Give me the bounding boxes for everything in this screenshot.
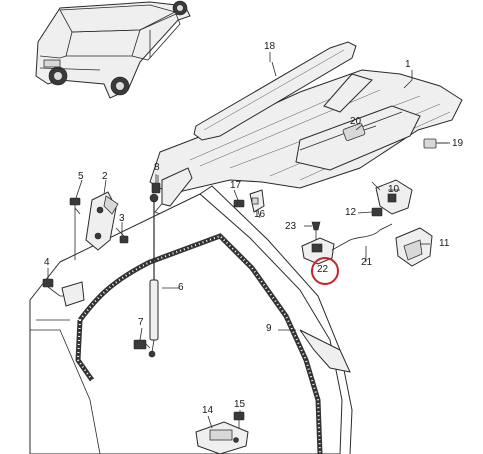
gas-strut [148,193,159,358]
screw-17 [233,199,245,208]
highlight-circle [311,257,339,285]
callout-4: 4 [44,257,50,268]
bracket-16 [249,189,265,213]
lock-part-14 [195,421,249,454]
bolt-5 [69,197,81,260]
callout-3: 3 [119,213,125,224]
leader-lines [47,52,450,429]
callout-8: 8 [154,162,160,173]
callout-18: 18 [264,41,276,52]
cable-21 [349,223,393,241]
callout-9: 9 [266,323,272,334]
latch-10 [371,179,413,215]
callout-15: 15 [234,399,246,410]
callout-6: 6 [178,282,184,293]
hinge-assembly [85,191,119,251]
callout-23: 23 [285,221,297,232]
callout-5: 5 [78,171,84,182]
tailgate-frame [29,185,353,454]
rear-cover-panel [149,69,463,219]
screw-15 [233,411,245,428]
callout-2: 2 [102,171,108,182]
callout-7: 7 [138,317,144,328]
vehicle-thumbnail [35,0,191,99]
hinge-bracket [61,281,85,307]
callout-21: 21 [361,257,373,268]
bolt-7 [133,339,151,350]
callout-14: 14 [202,405,214,416]
handle-insert [342,123,377,141]
callout-11: 11 [439,238,450,249]
callout-16: 16 [254,209,266,220]
bolt-3 [115,227,129,244]
callout-1: 1 [405,59,411,70]
rear-spoiler [193,41,357,141]
clip-part [423,138,448,149]
bolt-8 [151,167,193,207]
callout-20: 20 [350,116,362,127]
callout-10: 10 [388,184,400,195]
callout-19: 19 [452,138,464,149]
screw-12 [371,207,383,217]
callout-17: 17 [230,180,242,191]
callout-12: 12 [345,207,357,218]
bracket-11 [395,227,433,267]
